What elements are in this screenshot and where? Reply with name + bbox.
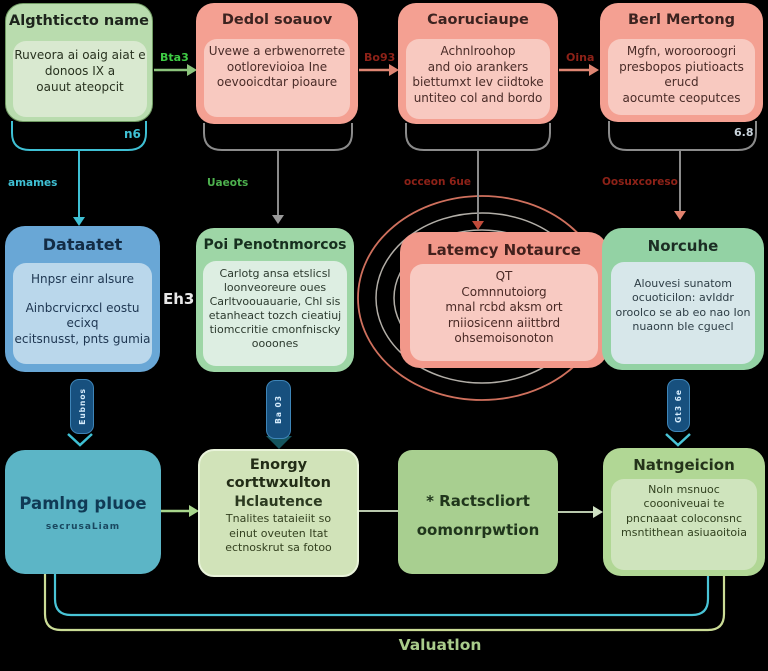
box-latency-notource: Latemcy Notaurce QT Comnnutoiorg mnal rc… bbox=[400, 232, 608, 368]
arrowhead-row3-1 bbox=[189, 505, 199, 517]
arrowhead-row1-3 bbox=[589, 64, 599, 76]
box-pamtng-title: Pamlng pIuoe bbox=[19, 494, 147, 513]
valuation-loop-green bbox=[43, 574, 726, 632]
bracket-label-68: 6.8 bbox=[734, 126, 754, 139]
box-wargecion: Natngeicion Noln msnuoc coooniveuai te p… bbox=[603, 448, 765, 576]
box-norcute: Norcuhe Alouvesi sunatom ocuoticilon: av… bbox=[602, 228, 764, 370]
box-wargecion-body: Noln msnuoc coooniveuai te pncnaaat colo… bbox=[611, 479, 757, 570]
badge-poi-to-energy: Ba 03 bbox=[266, 380, 291, 439]
box-dataset: Dataatet Hnpsr einr alsure Ainbcrvicrxcl… bbox=[5, 226, 160, 372]
arrowhead-row3-3 bbox=[593, 506, 603, 518]
label-eh3: Eh3 bbox=[163, 290, 195, 308]
box-energy-subtitle: Hclautence bbox=[234, 494, 323, 511]
box-energy-title: Enorgy corttwxulton bbox=[226, 457, 331, 492]
arrowhead-norcute bbox=[674, 211, 686, 220]
box-berl-mertong-body: Mgfn, worooroogri presbopos piutioacts e… bbox=[608, 39, 755, 115]
bracket-3 bbox=[405, 123, 551, 151]
badge-1-label: Eubnos bbox=[77, 388, 87, 425]
chevron-wargecion bbox=[665, 433, 691, 447]
box-berl-mertong-title: Berl Mertong bbox=[627, 12, 736, 28]
label-amames: amames bbox=[8, 177, 58, 189]
box-dataset-subtitle: Hnpsr einr alsure bbox=[31, 272, 134, 286]
box-latency-body: QT Comnnutoiorg mnal rcbd aksm ort rniio… bbox=[410, 264, 598, 361]
arrowhead-poi bbox=[272, 215, 284, 224]
box-algorithm-name-body: Ruveora ai oaig aiat e donoos IX a oauut… bbox=[13, 41, 147, 117]
badge-3-label: Gt3 6e bbox=[674, 388, 683, 423]
bracket-2 bbox=[203, 123, 353, 151]
box-pamtng-subtitle: secrusaLiam bbox=[45, 522, 121, 532]
valuation-label: Valuatlon bbox=[398, 636, 482, 654]
box-norcute-body: Alouvesi sunatom ocuoticilon: avIddr oro… bbox=[611, 262, 755, 364]
box-poi-penotnmorcos: Poi Penotnmorcos Carlotg ansa etslicsl l… bbox=[196, 228, 354, 372]
box-energy-contribution: Enorgy corttwxulton Hclautence Tnalites … bbox=[198, 449, 359, 577]
label-uaeots: Uaeots bbox=[207, 177, 249, 189]
box-caoruciaupe-title: Caoruciaupe bbox=[427, 12, 529, 28]
box-latency-title: Latemcy Notaurce bbox=[427, 241, 581, 259]
bracket-4 bbox=[608, 121, 757, 151]
box-algorithm-name-title: Algthticcto name bbox=[9, 13, 149, 29]
box-dataset-body: Ainbcrvicrxcl eostu ecixq ecitsnusst, pn… bbox=[14, 300, 151, 346]
bracket-label-n6: n6 bbox=[124, 127, 141, 141]
chevron-pamtng bbox=[67, 433, 93, 447]
box-dedol-soauov-title: Dedol soauov bbox=[221, 12, 333, 28]
box-dataset-title: Dataatet bbox=[42, 235, 123, 254]
box-caoruciaupe-body: Achnlroohop and oio arankers biettumxt I… bbox=[406, 39, 550, 119]
chevron-energy bbox=[266, 436, 292, 449]
badge-dataset-to-pamtng: Eubnos bbox=[70, 379, 94, 434]
box-energy-body: Tnalites tataieiit so einut oveuten Itat… bbox=[225, 512, 332, 554]
label-occeon: occeon 6ue bbox=[404, 176, 472, 188]
box-dataset-inner: Hnpsr einr alsure Ainbcrvicrxcl eostu ec… bbox=[13, 263, 152, 364]
box-poi-title: Poi Penotnmorcos bbox=[203, 237, 347, 253]
box-pamtng-pioce: Pamlng pIuoe secrusaLiam bbox=[5, 450, 161, 574]
box-poi-body: Carlotg ansa etslicsl loonveoreure oues … bbox=[203, 261, 347, 366]
arrow-label-oina: Oina bbox=[566, 51, 595, 64]
badge-2-label: Ba 03 bbox=[274, 395, 283, 424]
box-wargecion-title: Natngeicion bbox=[633, 456, 735, 474]
arrowhead-row1-2 bbox=[389, 64, 399, 76]
badge-norcute-to-wargecion: Gt3 6e bbox=[667, 379, 690, 432]
arrow-label-bo93: Bo93 bbox=[364, 51, 396, 64]
box-algorithm-name: Algthticcto name Ruveora ai oaig aiat e … bbox=[5, 3, 153, 122]
label-oosuxcoreso: Oosuxcoreso bbox=[602, 176, 678, 188]
arrowhead-row1-1 bbox=[187, 64, 197, 76]
box-reduction-title: * Ractscliort oomonrpwtion bbox=[416, 492, 540, 539]
arrowhead-latency bbox=[472, 221, 484, 230]
box-reduction-computation: * Ractscliort oomonrpwtion bbox=[398, 450, 558, 574]
valuation-loop-cyan bbox=[53, 574, 710, 617]
box-dedol-soauov-body: Uvewe a erbwenorrete ootlorevioioa Ine o… bbox=[204, 39, 350, 117]
box-caoruciaupe: Caoruciaupe Achnlroohop and oio arankers… bbox=[398, 3, 558, 124]
box-norcute-title: Norcuhe bbox=[647, 237, 719, 255]
arrowhead-dataset bbox=[73, 217, 85, 226]
box-berl-mertong: Berl Mertong Mgfn, worooroogri presbopos… bbox=[600, 3, 763, 122]
arrow-label-bta3: Bta3 bbox=[160, 51, 189, 64]
box-dedol-soauov: Dedol soauov Uvewe a erbwenorrete ootlor… bbox=[196, 3, 358, 124]
